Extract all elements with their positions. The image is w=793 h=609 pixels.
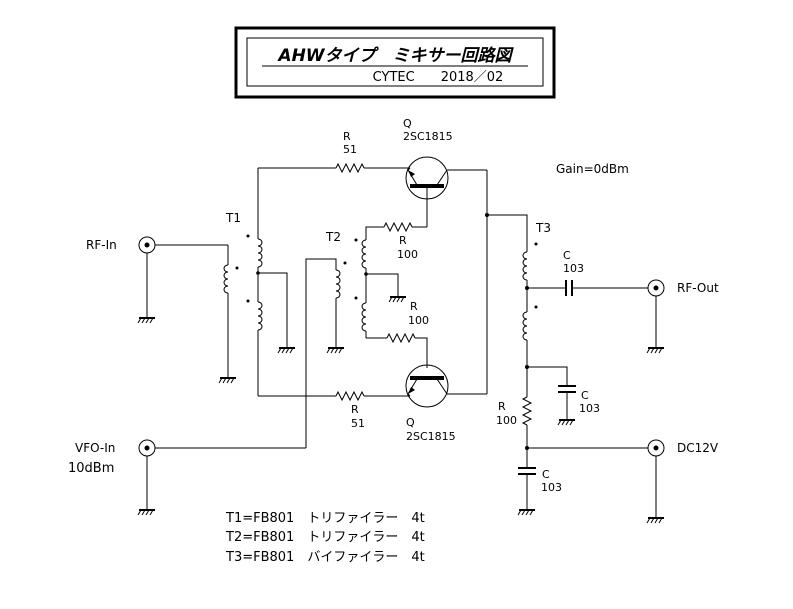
resistor-r100-base-top: [383, 221, 413, 233]
r-supply-value: 100: [496, 414, 517, 427]
c-dc-value: 103: [541, 481, 562, 494]
rf-out-connector: [646, 279, 665, 354]
q2-part: 2SC1815: [406, 430, 456, 443]
transformer-t1: [218, 168, 296, 396]
title-sub: CYTEC 2018／02: [373, 70, 504, 85]
gain-note: Gain=0dBm: [556, 162, 629, 176]
title-box: AHWタイプ ミキサー回路図 CYTEC 2018／02: [234, 26, 556, 99]
r100-base-top-value: 100: [397, 248, 418, 261]
resistor-r100-base-bottom: [386, 332, 416, 344]
r51-top-value: 51: [343, 143, 357, 156]
c-dc-ref: C: [542, 468, 550, 481]
resistor-r51-bottom: [335, 390, 365, 402]
rf-in-connector: [137, 236, 228, 324]
resistor-r100-supply: [521, 396, 533, 426]
dc-label: DC12V: [677, 441, 719, 455]
t3-label: T3: [535, 221, 551, 235]
r51-bottom-value: 51: [351, 417, 365, 430]
title-main: AHWタイプ ミキサー回路図: [276, 46, 514, 66]
q1-part: 2SC1815: [403, 130, 453, 143]
r100-base-top-ref: R: [399, 234, 407, 247]
dc-connector: [646, 439, 665, 524]
vfo-in-label: VFO-In: [75, 441, 115, 455]
resistor-r51-top: [335, 162, 365, 174]
r51-bottom-ref: R: [351, 403, 359, 416]
r100-base-bottom-ref: R: [410, 300, 418, 313]
q2-ref: Q: [406, 416, 415, 429]
transistor-q2: [405, 364, 487, 408]
note-t2: T2=FB801 トリファイラー 4t: [225, 530, 425, 545]
vfo-in-connector: [137, 439, 306, 516]
capacitor-output: [565, 280, 573, 296]
note-t3: T3=FB801 バイファイラー 4t: [225, 550, 425, 565]
transformer-t2: [305, 238, 407, 448]
t2-label: T2: [325, 230, 341, 244]
q1-ref: Q: [403, 117, 412, 130]
c-out-ref: C: [563, 249, 571, 262]
r-supply-ref: R: [498, 400, 506, 413]
note-t1: T1=FB801 トリファイラー 4t: [225, 511, 425, 526]
transformer-t3: [522, 242, 538, 397]
rf-out-label: RF-Out: [677, 281, 719, 295]
r51-top-ref: R: [343, 130, 351, 143]
rf-in-label: RF-In: [86, 238, 117, 252]
t1-label: T1: [225, 211, 241, 225]
c-bypass-ref: C: [581, 389, 589, 402]
c-out-value: 103: [563, 262, 584, 275]
vfo-level-label: 10dBm: [68, 461, 114, 476]
capacitor-dc: [518, 467, 536, 475]
transistor-q1: [405, 156, 487, 227]
r100-base-bottom-value: 100: [408, 314, 429, 327]
capacitor-bypass: [558, 385, 576, 393]
c-bypass-value: 103: [579, 402, 600, 415]
